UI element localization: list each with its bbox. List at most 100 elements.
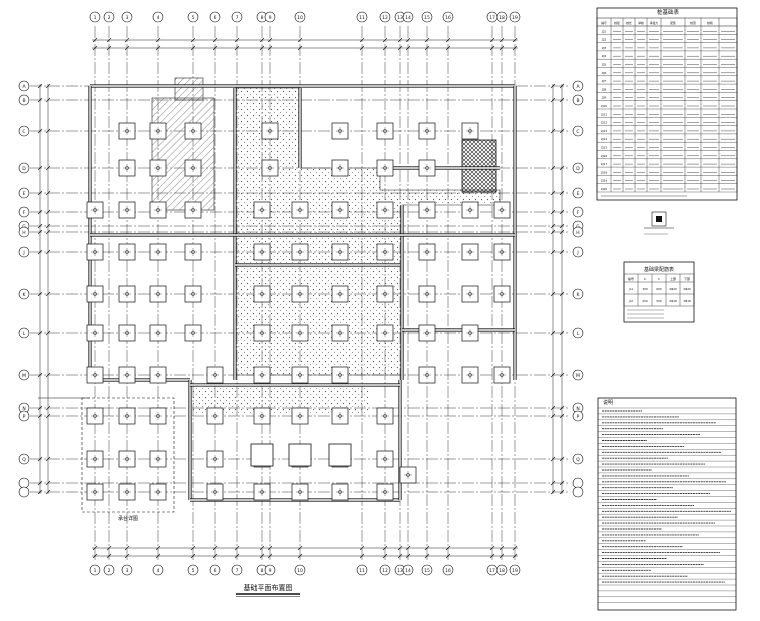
dimension-tick — [37, 97, 43, 103]
dimension-tick — [37, 128, 43, 134]
beam-table-cell: 300 — [642, 287, 648, 291]
dimension-tick — [445, 545, 451, 551]
dimension-tick — [45, 128, 51, 134]
grid-bubble-label: 5 — [192, 15, 195, 21]
dimension-tick — [37, 190, 43, 196]
beam-table-cell: JL2 — [628, 299, 633, 303]
dimension-tick — [92, 45, 98, 51]
pile-table-row-label: ZJ14 — [601, 137, 608, 141]
pile-table-row-label: ZJ9 — [602, 96, 607, 100]
grid-bubble-h — [572, 410, 584, 422]
beam-table-header: 编号 — [628, 276, 634, 281]
dimension-tick — [106, 37, 112, 43]
dimension-tick — [106, 45, 112, 51]
grid-bubble-v — [152, 564, 164, 576]
grid-bubble-label: K — [577, 292, 581, 298]
grid-bubble-label: 1 — [94, 568, 97, 574]
grid-bubble-label: 2 — [108, 568, 111, 574]
pile-table-frame — [596, 7, 738, 201]
beam-table-cell: JL1 — [628, 287, 633, 291]
dimension-tick — [559, 229, 565, 235]
dimension-tick — [259, 545, 265, 551]
grid-bubble-h — [18, 226, 30, 238]
dimension-tick — [37, 249, 43, 255]
grid-bubble-v — [231, 11, 243, 23]
dimension-tick — [559, 330, 565, 336]
dimension-tick — [559, 83, 565, 89]
pile-cap-large — [328, 443, 352, 467]
hatched-zone-top — [174, 77, 204, 101]
dimension-tick — [92, 37, 98, 43]
grid-bubble-label: C — [576, 129, 579, 135]
grid-bubble-v — [421, 11, 433, 23]
grid-bubble-h — [572, 288, 584, 300]
dimension-tick — [382, 37, 388, 43]
grid-bubble-label: F — [577, 210, 580, 216]
grid-bubble-label: 10 — [297, 15, 303, 21]
grid-bubble-h — [572, 486, 584, 498]
grid-bubble-v — [379, 11, 391, 23]
dimension-tick — [489, 45, 495, 51]
dimension-tick — [550, 97, 556, 103]
dimension-tick — [499, 553, 505, 559]
grid-bubble-label: M — [22, 373, 26, 379]
dimension-tick — [489, 37, 495, 43]
grid-bubble-h — [18, 187, 30, 199]
grid-bubble-label: E — [577, 191, 580, 197]
dimension-tick — [297, 553, 303, 559]
dimension-tick — [550, 489, 556, 495]
dimension-tick — [37, 489, 43, 495]
grid-bubble-label: 16 — [445, 568, 451, 574]
grid-bubble-h — [572, 369, 584, 381]
dimension-tick — [212, 45, 218, 51]
dimension-tick — [155, 45, 161, 51]
dimension-tick — [37, 456, 43, 462]
grid-bubble-label: 19 — [512, 568, 518, 574]
dimension-tick — [45, 330, 51, 336]
dimension-tick — [259, 37, 265, 43]
grid-bubble-label: P — [577, 414, 580, 420]
hatched-zone-left — [151, 97, 215, 211]
dimension-tick — [550, 229, 556, 235]
grid-bubble-v — [356, 564, 368, 576]
dimension-tick — [37, 372, 43, 378]
pile-table-row-label: ZJ20 — [601, 187, 608, 191]
grid-bubble-h — [18, 327, 30, 339]
grid-bubble-label: 13 — [397, 15, 403, 21]
dimension-tick — [212, 553, 218, 559]
beam-table-cell: 4Φ20 — [669, 287, 677, 291]
beam-table-cell: 4Φ20 — [683, 287, 691, 291]
grid-bubble-h — [572, 80, 584, 92]
dimension-tick — [190, 45, 196, 51]
grid-bubble-label: N — [576, 406, 579, 412]
dimension-tick — [106, 545, 112, 551]
pile-table-row-label: ZJ6 — [602, 71, 607, 75]
dimension-tick — [267, 37, 273, 43]
dimension-tick — [267, 545, 273, 551]
dimension-tick — [559, 291, 565, 297]
grid-bubble-v — [187, 11, 199, 23]
dimension-tick — [212, 545, 218, 551]
pile-cap-large — [288, 443, 312, 467]
dimension-tick — [559, 97, 565, 103]
dimension-tick — [37, 291, 43, 297]
grid-bubble-label: 14 — [405, 15, 411, 21]
grid-bubble-v — [121, 564, 133, 576]
dimension-tick — [37, 229, 43, 235]
foundation-beams — [88, 84, 517, 502]
grid-bubble-h — [572, 327, 584, 339]
dimension-tick — [550, 405, 556, 411]
dimension-tick — [550, 165, 556, 171]
grid-bubble-label: B — [576, 98, 579, 104]
beam-table-header: h — [658, 277, 660, 281]
dimension-tick — [559, 405, 565, 411]
dimension-tick — [124, 545, 130, 551]
pile-table-title: 桩基础表 — [657, 8, 680, 16]
grid-bubble-label: 18 — [499, 568, 505, 574]
dimension-tick — [45, 223, 51, 229]
grid-bubble-label: 14 — [405, 568, 411, 574]
pile-table-header: 承载力 — [650, 21, 659, 25]
grid-bubble-label: 13 — [397, 568, 403, 574]
dimension-tick — [234, 45, 240, 51]
